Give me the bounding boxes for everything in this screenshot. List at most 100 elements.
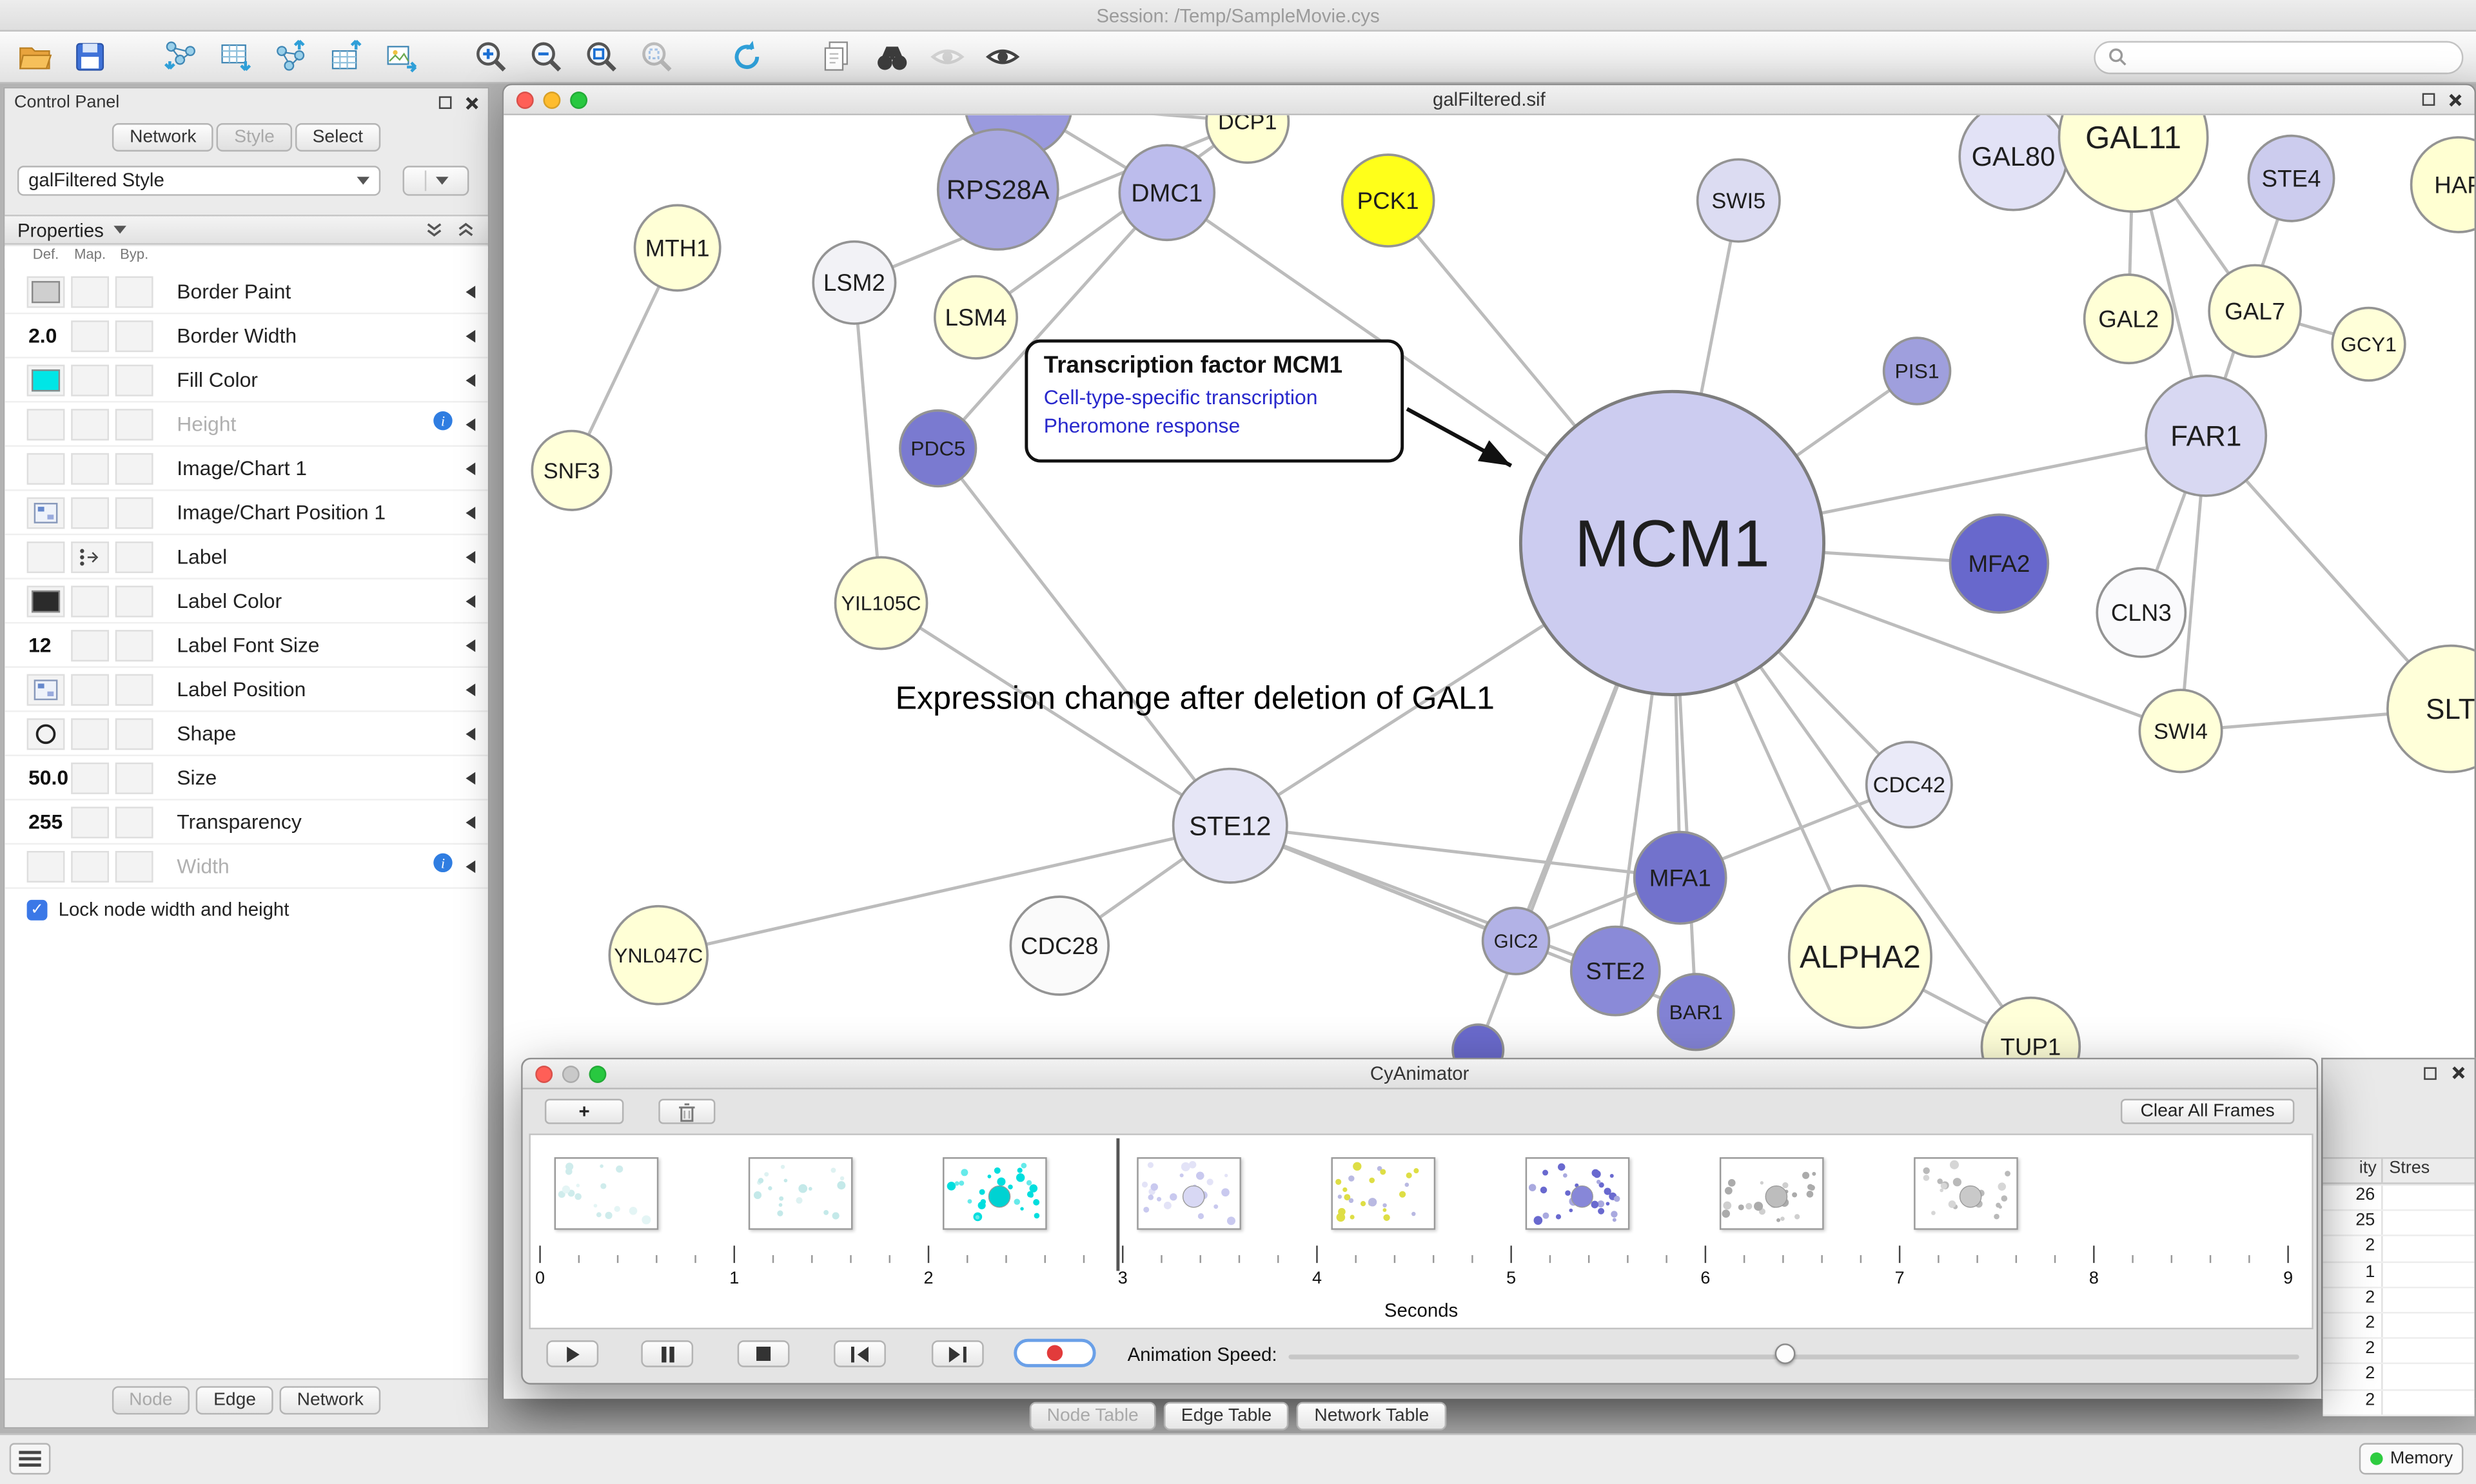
table-tab-node-table[interactable]: Node Table — [1029, 1401, 1156, 1430]
node-DMC1[interactable] — [1118, 144, 1216, 242]
tab-select[interactable]: Select — [295, 123, 380, 152]
expand-row-icon[interactable] — [466, 683, 476, 696]
maximize-window-icon[interactable] — [570, 90, 588, 108]
panel-tab-node[interactable]: Node — [112, 1386, 190, 1415]
stop-button[interactable] — [737, 1340, 790, 1367]
record-button[interactable] — [1014, 1338, 1096, 1367]
node-SWI4[interactable] — [2138, 688, 2223, 774]
node-GAL7[interactable] — [2208, 264, 2303, 358]
expand-row-icon[interactable] — [466, 417, 476, 431]
table-row[interactable]: 26 — [2323, 1186, 2475, 1211]
expand-row-icon[interactable] — [466, 727, 476, 740]
node-PDC5[interactable] — [899, 409, 978, 488]
node-MCM1[interactable] — [1518, 389, 1826, 697]
expand-row-icon[interactable] — [466, 771, 476, 784]
frame-thumbnail-0[interactable] — [554, 1157, 659, 1230]
node-GAL2[interactable] — [2083, 273, 2174, 365]
table-row[interactable]: 2 — [2323, 1339, 2475, 1365]
node-CLN3[interactable] — [2096, 567, 2187, 658]
add-frame-button[interactable]: + — [544, 1098, 624, 1124]
table-row[interactable]: 2 — [2323, 1287, 2475, 1314]
node-MFA2[interactable] — [1949, 513, 2050, 614]
table-row[interactable]: 1 — [2323, 1262, 2475, 1288]
import-network-icon[interactable] — [158, 35, 201, 78]
node-STE4[interactable] — [2247, 134, 2335, 222]
expand-row-icon[interactable] — [466, 638, 476, 652]
expand-row-icon[interactable] — [466, 859, 476, 873]
frame-thumbnail-4[interactable] — [1331, 1157, 1436, 1230]
node-STE12[interactable] — [1172, 767, 1288, 884]
zoom-fit-icon[interactable] — [580, 35, 622, 78]
style-options-button[interactable] — [402, 164, 469, 195]
skip-start-button[interactable] — [834, 1340, 886, 1367]
node-SNF3[interactable] — [531, 429, 613, 511]
expand-row-icon[interactable] — [466, 329, 476, 342]
zoom-out-icon[interactable] — [524, 35, 567, 78]
frame-thumbnail-3[interactable] — [1137, 1157, 1241, 1230]
property-row-label-position[interactable]: Label Position — [5, 668, 488, 712]
search-input[interactable] — [2135, 47, 2450, 66]
property-row-fill-color[interactable]: Fill Color — [5, 358, 488, 403]
expand-row-icon[interactable] — [466, 462, 476, 474]
node-DCP1[interactable] — [1205, 115, 1290, 164]
node-RPS28A[interactable] — [936, 128, 1059, 251]
node-STE2[interactable] — [1569, 925, 1661, 1017]
minimize-window-icon[interactable] — [562, 1064, 580, 1082]
close-window-icon[interactable] — [516, 90, 534, 108]
node-CDC42[interactable] — [1865, 741, 1953, 829]
save-session-icon[interactable] — [68, 35, 110, 78]
hide-selected-icon[interactable] — [925, 35, 968, 78]
table-row[interactable]: 2 — [2323, 1364, 2475, 1391]
properties-header[interactable]: Properties — [5, 215, 488, 245]
property-row-image-chart-1[interactable]: Image/Chart 1 — [5, 447, 488, 491]
expand-row-icon[interactable] — [466, 373, 476, 386]
expand-row-icon[interactable] — [466, 550, 476, 563]
table-tab-network-table[interactable]: Network Table — [1297, 1401, 1447, 1430]
property-row-image-chart-position-1[interactable]: Image/Chart Position 1 — [5, 491, 488, 536]
node-LSM2[interactable] — [812, 240, 897, 325]
node-HAP[interactable] — [2410, 136, 2475, 233]
style-selector-dropdown[interactable]: galFiltered Style — [17, 164, 381, 195]
playhead[interactable] — [1116, 1138, 1119, 1271]
table-row[interactable]: 2 — [2323, 1390, 2475, 1416]
node-MFA1[interactable] — [1633, 830, 1727, 925]
frame-thumbnail-5[interactable] — [1525, 1157, 1630, 1230]
zoom-in-icon[interactable] — [469, 35, 511, 78]
close-view-icon[interactable] — [2448, 92, 2462, 106]
node-PCK1[interactable] — [1341, 153, 1435, 248]
table-tab-edge-table[interactable]: Edge Table — [1163, 1401, 1290, 1430]
expand-row-icon[interactable] — [466, 285, 476, 298]
node-PIS1[interactable] — [1882, 337, 1952, 405]
close-panel-icon[interactable] — [2451, 1066, 2465, 1080]
node-FAR1[interactable] — [2145, 375, 2268, 497]
frame-thumbnail-6[interactable] — [1719, 1157, 1824, 1230]
frame-thumbnail-2[interactable] — [943, 1157, 1047, 1230]
node-GCY1[interactable] — [2331, 306, 2406, 382]
tab-network[interactable]: Network — [112, 123, 214, 152]
annotation-box[interactable]: Transcription factor MCM1 Cell-type-spec… — [1025, 339, 1404, 463]
frame-thumbnail-7[interactable] — [1914, 1157, 2018, 1230]
close-window-icon[interactable] — [535, 1064, 553, 1082]
refresh-layout-icon[interactable] — [725, 35, 767, 78]
node-YNL047C[interactable] — [608, 904, 709, 1006]
first-neighbors-icon[interactable] — [870, 35, 912, 78]
table-row[interactable]: 2 — [2323, 1313, 2475, 1340]
annotation-link[interactable]: Pheromone response — [1043, 413, 1241, 438]
skip-end-button[interactable] — [931, 1340, 984, 1367]
zoom-selected-icon[interactable] — [634, 35, 677, 78]
export-network-icon[interactable] — [268, 35, 311, 78]
panel-tab-edge[interactable]: Edge — [196, 1386, 273, 1415]
table-row[interactable]: 25 — [2323, 1211, 2475, 1237]
lock-size-checkbox[interactable]: ✓ — [26, 899, 48, 920]
property-row-label[interactable]: Label — [5, 535, 488, 580]
collapse-all-icon[interactable] — [457, 220, 475, 239]
minimize-window-icon[interactable] — [543, 90, 561, 108]
expand-row-icon[interactable] — [466, 594, 476, 607]
info-icon[interactable]: i — [433, 410, 453, 438]
node-MTH1[interactable] — [633, 204, 722, 292]
